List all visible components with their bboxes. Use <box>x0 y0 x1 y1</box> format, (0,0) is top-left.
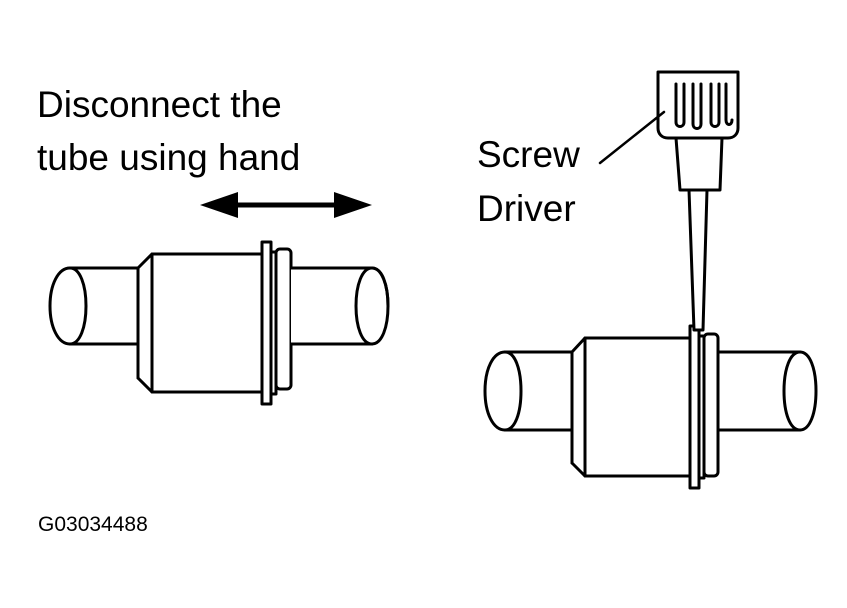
tool-leader-line <box>598 110 666 165</box>
right-retainer-clip <box>688 324 720 490</box>
right-connector-body <box>570 336 692 478</box>
left-tube-assembly <box>48 192 390 406</box>
right-left-pipe-segment <box>483 350 574 432</box>
left-retainer-clip <box>260 240 293 406</box>
left-pipe-segment <box>48 266 140 346</box>
tool-label-line2: Driver <box>477 188 576 229</box>
right-right-pipe-segment <box>716 350 818 432</box>
figure-code: G03034488 <box>38 513 148 536</box>
right-pipe-segment <box>289 266 390 346</box>
instruction-text-line1: Disconnect the <box>37 84 282 125</box>
pull-direction-arrow <box>200 192 372 218</box>
screwdriver-icon <box>656 70 740 332</box>
left-connector-body <box>136 252 264 394</box>
tool-label-line1: Screw <box>477 134 580 175</box>
right-tube-assembly <box>483 70 818 490</box>
instruction-text-line2: tube using hand <box>37 137 301 178</box>
